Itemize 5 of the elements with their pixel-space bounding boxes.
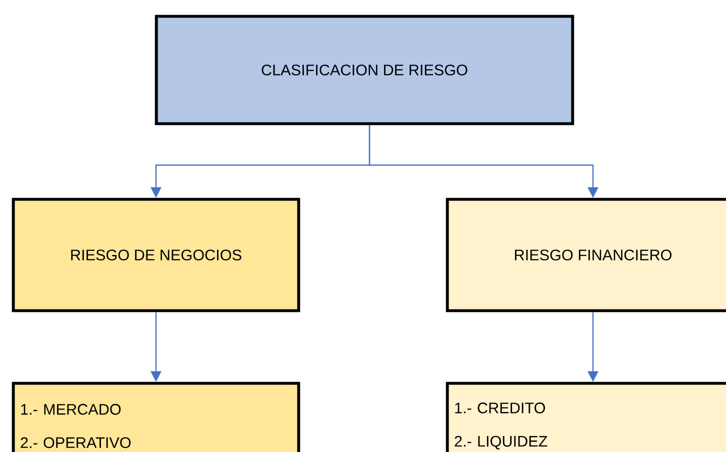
- process-box: RIESGO FINANCIERO: [446, 198, 726, 312]
- process-box: 1.- CREDITO 2.- LIQUIDEZ: [446, 382, 726, 452]
- process-box: 1.- MERCADO 2.- OPERATIVO: [12, 382, 300, 452]
- process-box: RIESGO DE NEGOCIOS: [12, 198, 300, 312]
- process-box: CLASIFICACION DE RIESGO: [154, 14, 574, 126]
